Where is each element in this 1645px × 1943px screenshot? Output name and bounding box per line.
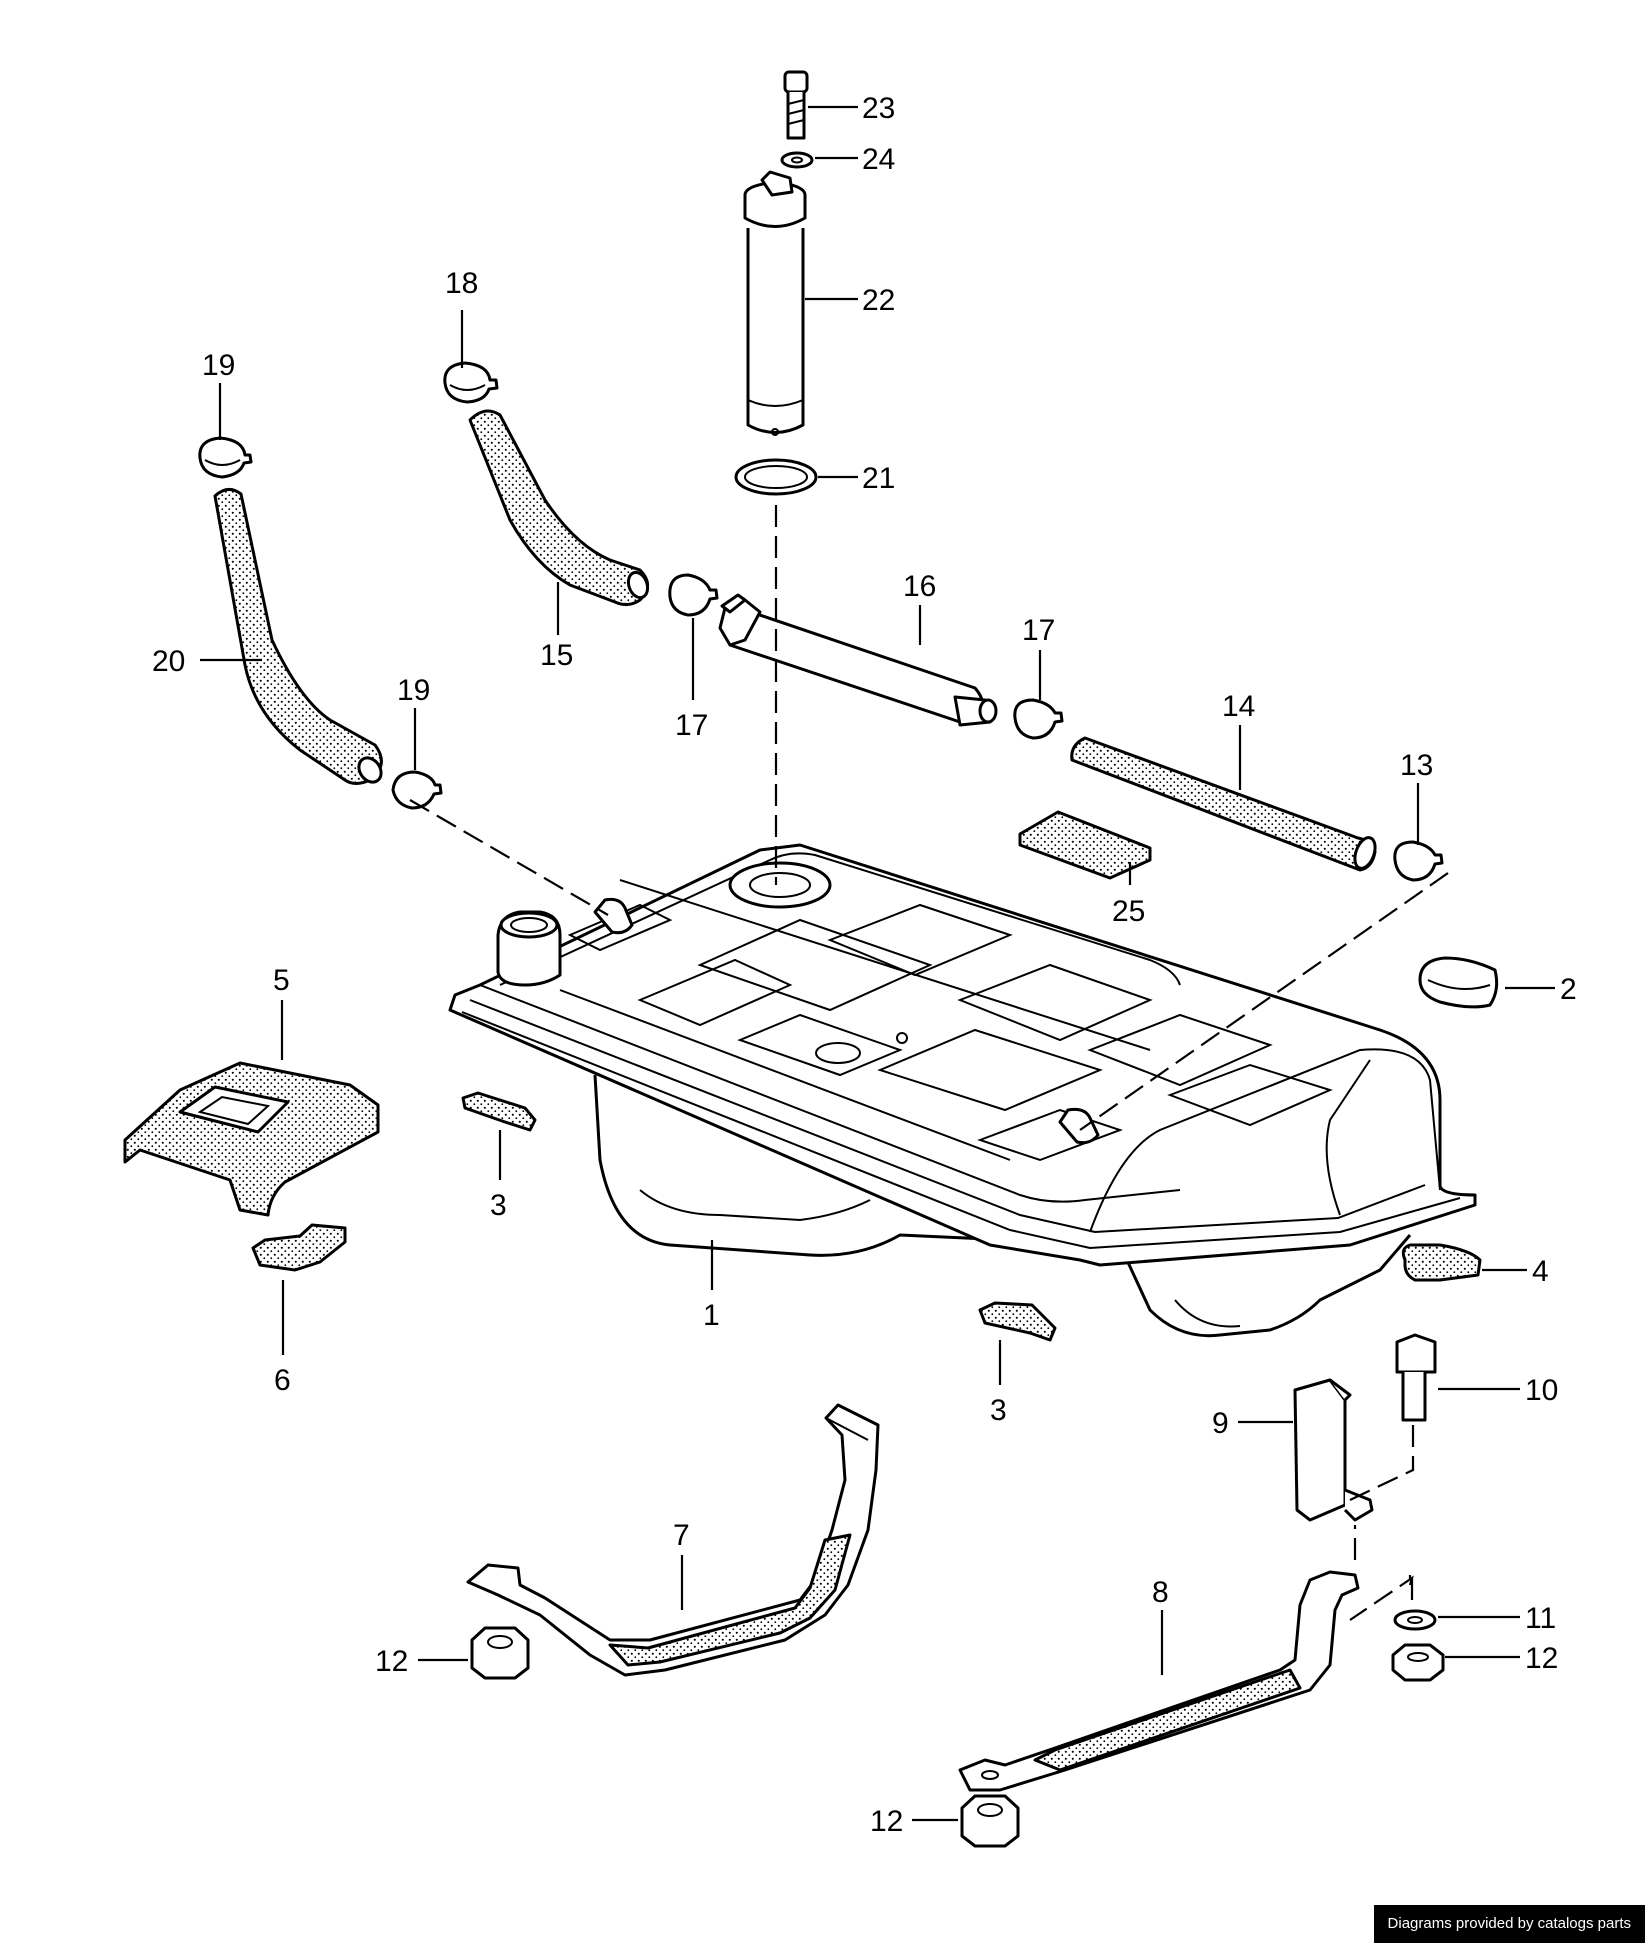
leader-lines xyxy=(200,105,1555,1822)
strap-7 xyxy=(466,1403,880,1677)
label-21: 21 xyxy=(862,462,895,495)
diagram-credit: Diagrams provided by catalogs parts xyxy=(1373,1905,1645,1943)
bracket-6 xyxy=(251,1223,347,1272)
fuel-filter-16 xyxy=(718,593,998,727)
bolt-23 xyxy=(783,70,809,140)
grommet-2 xyxy=(1418,956,1499,1009)
label-18: 18 xyxy=(445,267,478,300)
label-23: 23 xyxy=(862,92,895,125)
label-15: 15 xyxy=(540,639,573,672)
label-12-bottom: 12 xyxy=(870,1805,903,1838)
label-19-lower: 19 xyxy=(397,674,430,707)
label-2: 2 xyxy=(1560,973,1577,1006)
label-17-right: 17 xyxy=(1022,614,1055,647)
nut-12-right xyxy=(1391,1643,1445,1682)
clamp-18 xyxy=(443,361,499,404)
hose-15 xyxy=(468,409,649,607)
label-14: 14 xyxy=(1222,690,1255,723)
fuel-level-sender xyxy=(743,170,807,436)
bolt-10 xyxy=(1395,1333,1437,1422)
label-5: 5 xyxy=(273,964,290,997)
label-25: 25 xyxy=(1112,895,1145,928)
label-11: 11 xyxy=(1525,1602,1556,1635)
label-7: 7 xyxy=(673,1519,690,1552)
seal-ring-21 xyxy=(734,458,818,496)
clamp-19-lower xyxy=(391,770,443,810)
clamp-13 xyxy=(1393,840,1444,882)
label-8: 8 xyxy=(1152,1576,1169,1609)
label-1: 1 xyxy=(703,1299,720,1332)
strap-8 xyxy=(958,1570,1360,1792)
label-9: 9 xyxy=(1212,1407,1229,1440)
clamp-19-upper xyxy=(198,436,253,479)
callout-labels: 23 24 22 21 18 19 20 15 19 17 16 17 14 1… xyxy=(152,92,1577,1838)
label-12-right: 12 xyxy=(1525,1642,1558,1675)
heat-shield-5 xyxy=(123,1061,380,1217)
nut-12-left xyxy=(470,1626,530,1680)
clip-4 xyxy=(1401,1243,1482,1282)
pad-3-upper xyxy=(461,1091,537,1132)
pad-3-lower xyxy=(978,1301,1057,1342)
fuel-tank xyxy=(448,843,1477,1338)
washer-24 xyxy=(780,151,814,169)
label-4: 4 xyxy=(1532,1255,1549,1288)
label-22: 22 xyxy=(862,284,895,317)
washer-11 xyxy=(1393,1609,1437,1631)
label-13: 13 xyxy=(1400,749,1433,782)
label-17-left: 17 xyxy=(675,709,708,742)
label-3-upper: 3 xyxy=(490,1189,507,1222)
label-19-upper: 19 xyxy=(202,349,235,382)
label-3-lower: 3 xyxy=(990,1394,1007,1427)
label-20: 20 xyxy=(152,645,185,678)
nut-12-bottom xyxy=(960,1794,1020,1848)
label-12-left: 12 xyxy=(375,1645,408,1678)
clamp-17-left xyxy=(668,573,719,617)
label-24: 24 xyxy=(862,143,895,176)
label-6: 6 xyxy=(274,1364,291,1397)
label-16: 16 xyxy=(903,570,936,603)
pad-25 xyxy=(1018,810,1152,880)
label-10: 10 xyxy=(1525,1374,1558,1407)
hose-20 xyxy=(213,488,383,785)
bracket-9 xyxy=(1293,1378,1374,1522)
clamp-17-right xyxy=(1013,698,1064,740)
